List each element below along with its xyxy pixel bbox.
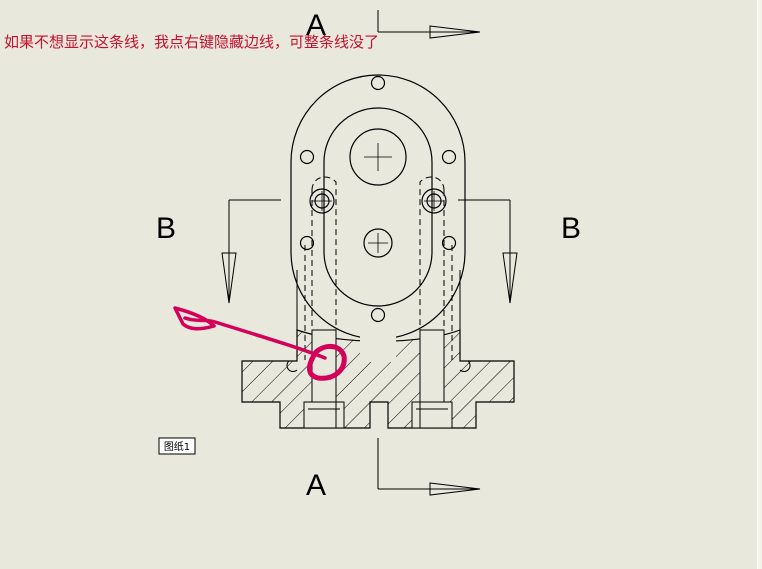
markup-highlight-loop [307,344,347,381]
shaft-holes [349,128,407,258]
section-label-a-bottom: A [306,469,326,502]
section-base [241,329,515,429]
section-arrow-b-left [221,199,281,304]
window-edge [757,0,762,569]
centerlines [312,143,444,253]
section-thread-lines [296,270,461,428]
fillet-details [286,360,471,372]
section-label-b-right: B [561,212,581,245]
sheet-tab-label: 图纸1 [164,440,190,453]
markup-arrow [173,306,327,360]
section-arrow-a-bottom [377,438,481,496]
pump-body-outline [290,74,466,340]
section-label-b-left: B [156,212,176,245]
sheet-tab[interactable] [158,437,196,455]
section-arrow-b-right [458,199,518,304]
section-arrow-a-top [377,10,481,39]
annotation-note: 如果不想显示这条线，我点右键隐藏边线，可整条线没了 [4,33,380,51]
section-label-a-top: A [306,9,326,42]
